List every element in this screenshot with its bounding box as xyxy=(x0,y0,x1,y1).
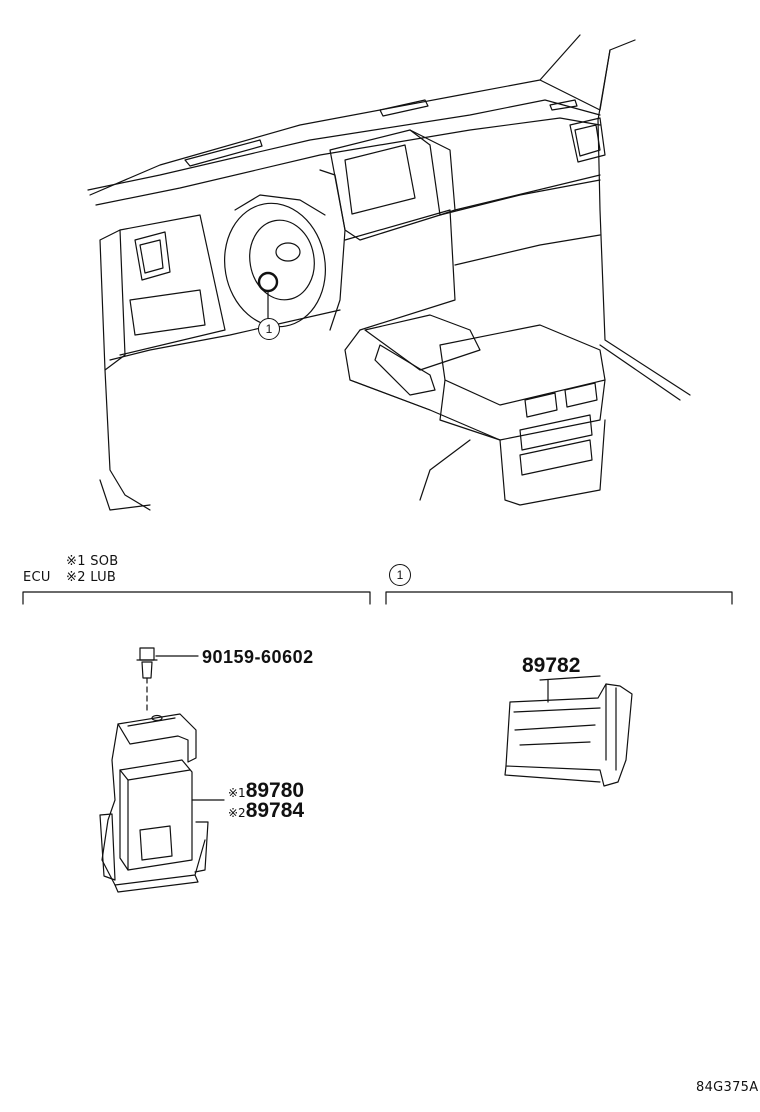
ecu-number-1: 89780 xyxy=(245,779,305,802)
legend-note-2: ※2 LUB xyxy=(66,570,117,585)
figure-code: 84G375A xyxy=(696,1080,759,1095)
legend-ecu-label: ECU xyxy=(23,570,51,585)
ecu-mark-1: ※1 xyxy=(228,786,246,800)
ecu-mark-2: ※2 xyxy=(228,806,246,820)
bolt-part-number: 90159-60602 xyxy=(202,647,314,667)
callout-main-view: 1 xyxy=(258,318,280,340)
legend-note-1: ※1 SOB xyxy=(66,554,119,569)
ecu-part-number-2: ※289784 xyxy=(228,799,304,823)
callout-section-header: 1 xyxy=(389,564,411,586)
sensor-part-number: 89782 xyxy=(522,654,581,677)
ecu-number-2: 89784 xyxy=(245,799,305,822)
ecu-part-number-1: ※189780 xyxy=(228,779,304,803)
